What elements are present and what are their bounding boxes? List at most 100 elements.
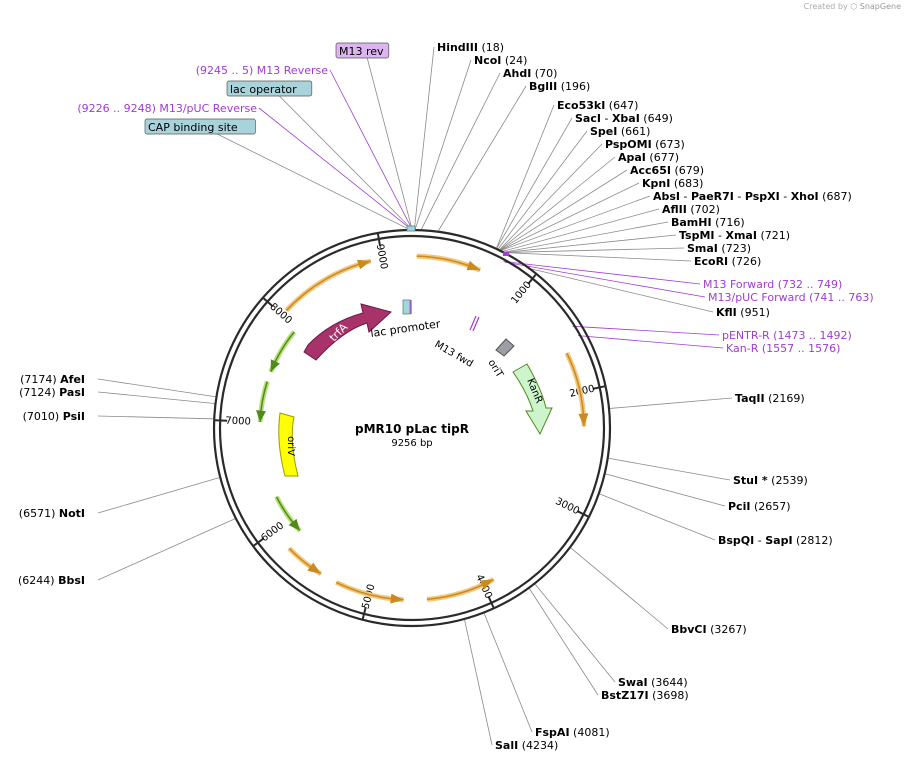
- M13-fwd-label: M13 fwd: [433, 339, 475, 370]
- M13-fwd-primer[interactable]: [469, 315, 477, 331]
- enzyme-site[interactable]: PciI (2657): [728, 500, 791, 513]
- M13-fwd-primer-strand: [472, 316, 480, 332]
- enzyme-site[interactable]: ApaI (677): [618, 151, 679, 164]
- enzyme-site[interactable]: SalI (4234): [495, 739, 558, 752]
- tick-mark: [527, 274, 537, 285]
- enzyme-leader: [506, 252, 692, 262]
- trfA-feature[interactable]: [303, 303, 393, 361]
- primer-site[interactable]: pENTR-R (1473 .. 1492): [722, 329, 852, 342]
- snapgene-credit: Created by ⬡ SnapGene: [804, 2, 901, 11]
- enzyme-site[interactable]: AhdI (70): [503, 67, 557, 80]
- KanR-feature[interactable]: [512, 363, 553, 436]
- primer-leader: [504, 261, 706, 298]
- enzyme-site[interactable]: EcoRI (726): [694, 255, 761, 268]
- enzyme-site[interactable]: Acc65I (679): [630, 164, 704, 177]
- enzyme-site[interactable]: BbvCI (3267): [671, 623, 747, 636]
- enzyme-site[interactable]: SacI - XbaI (649): [575, 112, 673, 125]
- enzyme-site[interactable]: (6571) NotI: [19, 507, 85, 520]
- enzyme-leader: [97, 378, 216, 398]
- feature-leader: [272, 88, 411, 229]
- feature-label-box: [226, 80, 313, 97]
- tick-label: 7000: [225, 416, 251, 428]
- enzyme-site[interactable]: StuI * (2539): [733, 474, 808, 487]
- enzyme-site[interactable]: AflII (702): [662, 203, 720, 216]
- enzyme-leader: [500, 156, 616, 250]
- enzyme-site[interactable]: BamHI (716): [671, 216, 745, 229]
- feature-arc-head: [288, 518, 300, 531]
- enzyme-site[interactable]: TaqII (2169): [735, 392, 805, 405]
- enzyme-leader: [496, 117, 573, 249]
- enzyme-leader: [505, 234, 677, 253]
- enzyme-leader: [534, 583, 616, 683]
- center-label: pMR10 pLac tipR 9256 bp: [355, 422, 469, 449]
- enzyme-site[interactable]: KflI (951): [716, 306, 770, 319]
- tick-label: 1000: [509, 280, 534, 307]
- oriT-feature[interactable]: [495, 338, 515, 357]
- enzyme-site[interactable]: (7124) PasI: [19, 386, 85, 399]
- primer-site[interactable]: M13/pUC Forward (741 .. 763): [708, 291, 874, 304]
- enzyme-leader: [483, 613, 533, 733]
- enzyme-site[interactable]: NcoI (24): [474, 54, 527, 67]
- feature-arc-head: [390, 593, 404, 604]
- primer-site[interactable]: (9226 .. 9248) M13/pUC Reverse: [77, 102, 257, 115]
- mcs-primer-mark: [503, 252, 509, 256]
- feature-leader: [365, 50, 413, 229]
- enzyme-leader: [570, 547, 669, 630]
- feature-arc-head: [578, 413, 589, 427]
- enzyme-site[interactable]: BglII (196): [529, 80, 590, 93]
- enzyme-leader: [500, 182, 640, 251]
- enzyme-site[interactable]: PspOMI (673): [605, 138, 685, 151]
- enzyme-site[interactable]: Eco53kI (647): [557, 99, 638, 112]
- enzyme-leader: [503, 208, 660, 252]
- primer-site[interactable]: Kan-R (1557 .. 1576): [726, 342, 840, 355]
- enzyme-leader: [504, 221, 669, 253]
- feature-arc-head: [307, 562, 321, 574]
- enzyme-leader: [496, 104, 555, 249]
- enzyme-site[interactable]: BstZ17I (3698): [601, 689, 689, 702]
- primer-site[interactable]: (9245 .. 5) M13 Reverse: [196, 64, 328, 77]
- enzyme-site[interactable]: SwaI (3644): [618, 676, 688, 689]
- feature-label[interactable]: M13 rev: [339, 45, 384, 58]
- feature-arc-head: [466, 260, 481, 271]
- enzyme-leader: [605, 473, 726, 507]
- primer-site[interactable]: M13 Forward (732 .. 749): [703, 278, 842, 291]
- enzyme-site[interactable]: AbsI - PaeR7I - PspXI - XhoI (687): [653, 190, 852, 203]
- tick-mark: [376, 233, 381, 246]
- feature-leader: [258, 107, 410, 229]
- feature-label[interactable]: CAP binding site: [148, 121, 238, 134]
- enzyme-leader: [500, 169, 628, 251]
- lac-promoter-feature[interactable]: [402, 299, 411, 315]
- tick-mark: [361, 606, 367, 620]
- feature-leader: [329, 69, 412, 229]
- feature-arc[interactable]: [284, 258, 372, 313]
- plasmid-length: 9256 bp: [391, 438, 432, 449]
- feature-label[interactable]: lac operator: [230, 83, 297, 96]
- enzyme-site[interactable]: BspQI - SapI (2812): [718, 534, 833, 547]
- tick-mark: [592, 385, 605, 390]
- feature-leader: [203, 126, 407, 229]
- enzyme-site[interactable]: (7174) AfeI: [20, 373, 85, 386]
- enzyme-site[interactable]: TspMI - XmaI (721): [679, 229, 790, 242]
- feature-arc-head: [356, 259, 371, 270]
- oriV-label: oriV: [285, 436, 296, 456]
- enzyme-leader: [529, 588, 599, 696]
- tick-label: 9000: [374, 243, 389, 270]
- feature-label-box: [144, 118, 256, 135]
- oriT-label: oriT: [485, 358, 505, 381]
- enzyme-leader: [464, 619, 493, 746]
- enzyme-leader: [610, 397, 733, 409]
- tick-mark: [487, 596, 495, 608]
- enzyme-site[interactable]: (7010) PsiI: [23, 410, 85, 423]
- primer-leader: [577, 335, 724, 349]
- tick-label: 6000: [259, 520, 286, 544]
- enzyme-site[interactable]: FspAI (4081): [535, 726, 610, 739]
- enzyme-site[interactable]: KpnI (683): [642, 177, 703, 190]
- enzyme-leader: [505, 247, 685, 253]
- snapgene-logo-icon: ⬡: [850, 2, 858, 11]
- enzyme-site[interactable]: SpeI (661): [590, 125, 650, 138]
- enzyme-site[interactable]: HindIII (18): [437, 41, 504, 54]
- enzyme-site[interactable]: SmaI (723): [687, 242, 751, 255]
- oriV-feature[interactable]: [278, 412, 299, 477]
- enzyme-site[interactable]: (6244) BbsI: [18, 574, 85, 587]
